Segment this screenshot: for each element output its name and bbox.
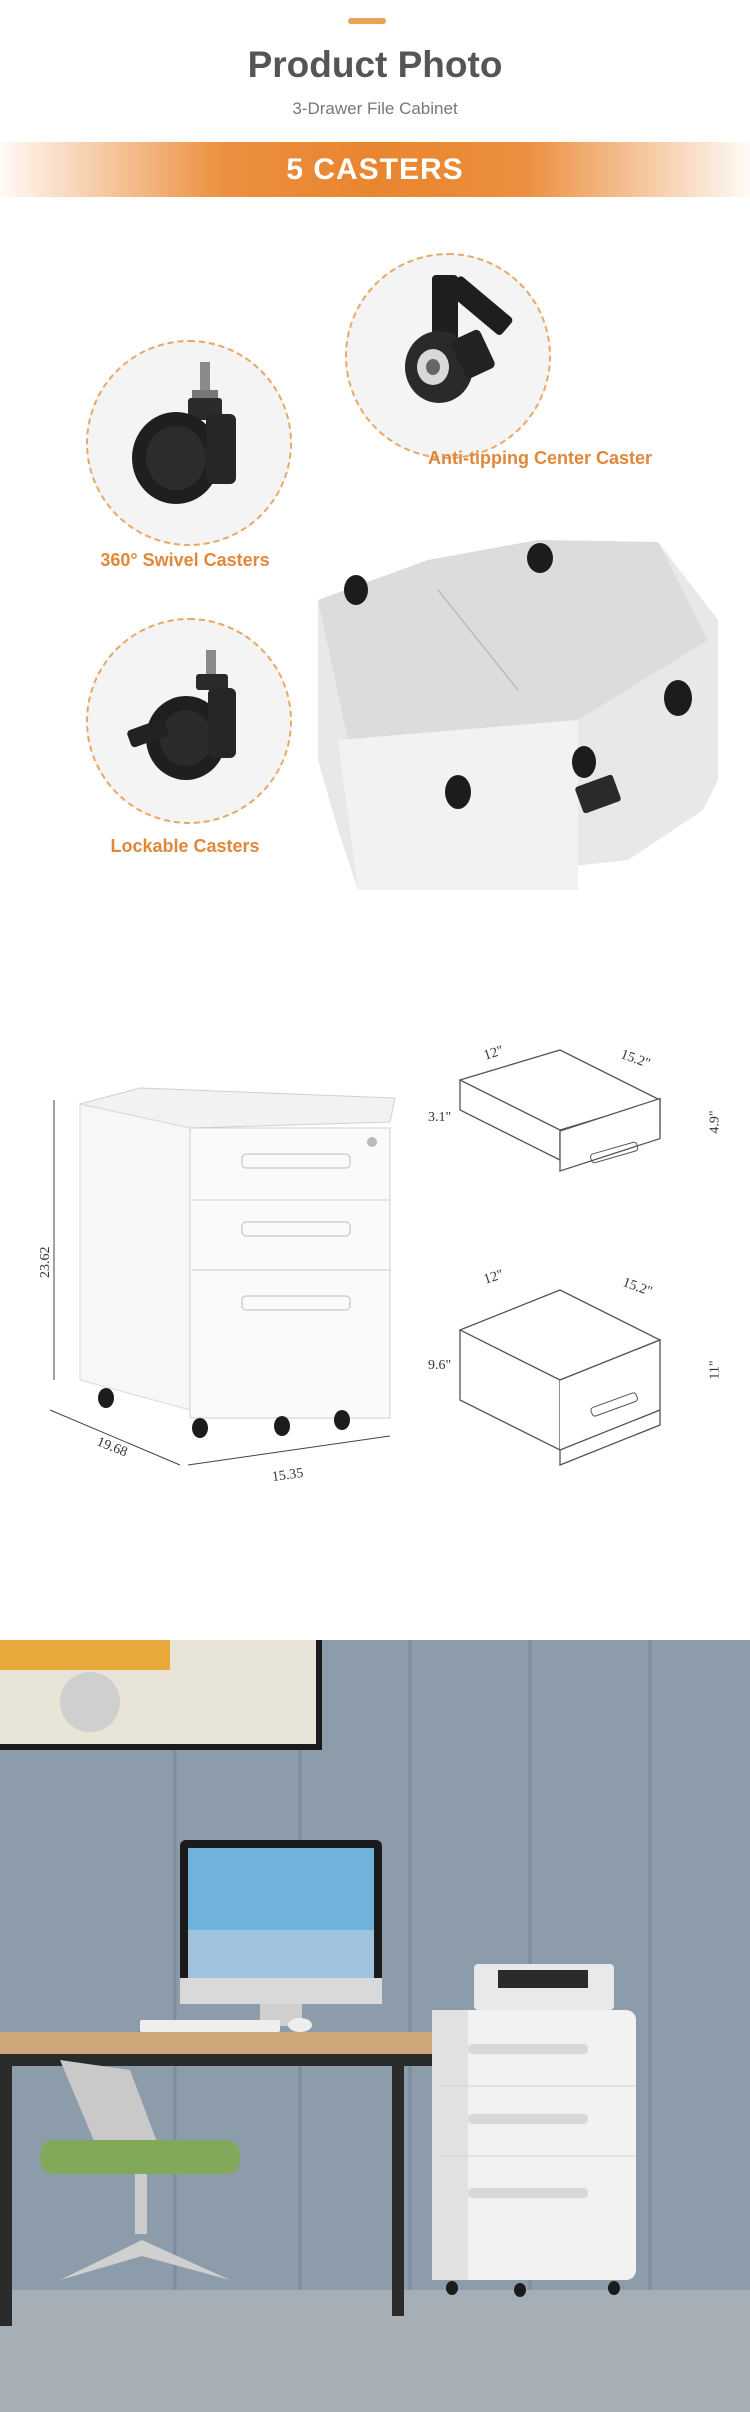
lockable-caster-label: Lockable Casters xyxy=(110,836,260,856)
swivel-caster-image xyxy=(86,340,292,546)
cabinet-height-label: 23.62 xyxy=(38,1246,53,1279)
small-drawer-inner-height-label: 3.1" xyxy=(428,1110,452,1125)
cabinet-bottom-view-image xyxy=(318,540,718,890)
page-subtitle: 3-Drawer File Cabinet xyxy=(292,99,458,118)
small-drawer-drawing xyxy=(458,1049,662,1172)
caster-icon xyxy=(344,543,692,809)
lockable-caster-image xyxy=(86,618,292,824)
large-drawer-inner-height-label: 9.6" xyxy=(428,1358,452,1373)
lockable-caster-icon xyxy=(127,650,236,780)
small-drawer-outer-height-label: 4.9" xyxy=(707,1110,723,1134)
anti-tipping-caster-label: Anti-tipping Center Caster xyxy=(427,448,652,468)
large-drawer-drawing xyxy=(458,1289,662,1466)
swivel-caster-icon xyxy=(132,362,236,504)
lock-icon xyxy=(367,1137,377,1147)
section-banner xyxy=(0,142,750,197)
center-caster-icon xyxy=(405,275,513,403)
large-drawer-outer-height-label: 11" xyxy=(707,1360,723,1380)
office-scene-photo xyxy=(0,1640,750,2412)
section-banner-text: 5 CASTERS xyxy=(286,153,464,186)
anti-tipping-caster-image xyxy=(345,253,551,459)
cabinet-dimension-drawing xyxy=(49,1087,396,1466)
accent-bar xyxy=(348,18,386,24)
page-title: Product Photo xyxy=(247,44,503,85)
swivel-caster-label: 360° Swivel Casters xyxy=(100,550,270,570)
